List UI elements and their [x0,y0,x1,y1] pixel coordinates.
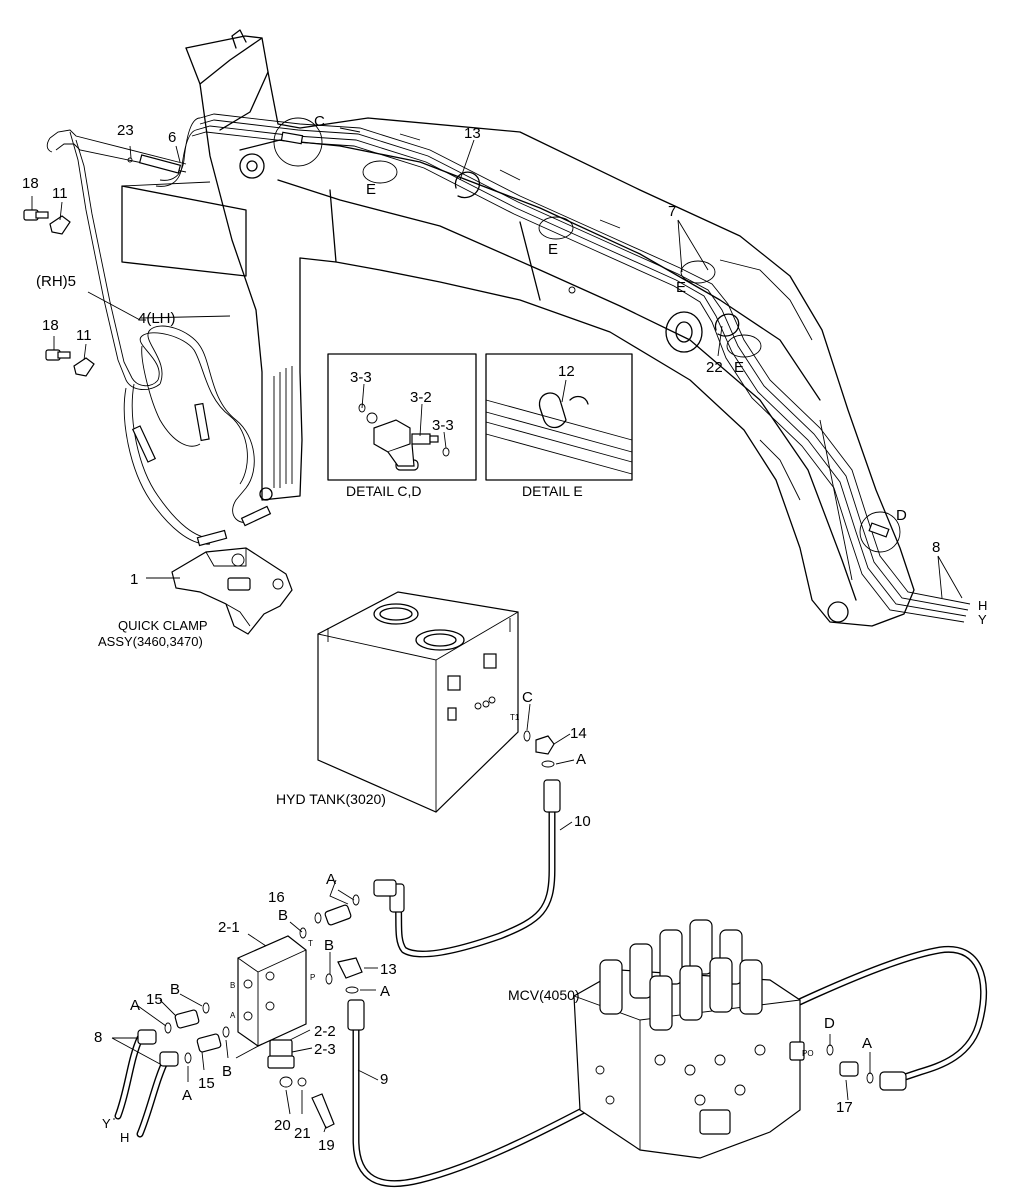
label-15a: 15 [146,991,163,1008]
label-3-3b: 3-3 [432,417,454,434]
label-12: 12 [558,363,575,380]
label-7: 7 [668,203,676,220]
label-e-4: E [734,359,744,376]
caption-detail-cd: DETAIL C,D [346,483,421,499]
label-e-1: E [366,181,376,198]
label-2-2: 2-2 [314,1023,336,1040]
label-a-16: A [326,871,336,888]
label-3-3a: 3-3 [350,369,372,386]
label-6: 6 [168,129,176,146]
left-hoses [46,129,272,547]
label-15b: 15 [198,1075,215,1092]
label-e-2: E [548,241,558,258]
label-19: 19 [318,1137,335,1154]
detail-markers [273,117,901,553]
label-21: 21 [294,1125,311,1142]
valve-block [235,935,307,1069]
label-4: 4(LH) [138,310,176,327]
label-a-bottom: A [182,1087,192,1104]
label-8-boom: 8 [932,539,940,556]
port-po: PO [802,1049,814,1058]
boom [185,29,915,627]
label-22: 22 [706,359,723,376]
quick-clamp [171,547,293,635]
port-t1: T1 [510,713,520,722]
cab-panel [121,181,247,277]
label-16: 16 [268,889,285,906]
label-a-mcv: A [862,1035,872,1052]
label-2-3: 2-3 [314,1041,336,1058]
label-18b: 18 [42,317,59,334]
label-e-3: E [676,279,686,296]
label-d-boom: D [896,507,907,524]
boom-pipes [155,113,971,623]
port-p: P [310,973,315,982]
label-9: 9 [380,1071,388,1088]
label-5: (RH)5 [36,273,76,290]
caption-quick-clamp-2: ASSY(3460,3470) [98,634,203,649]
label-11b: 11 [76,327,92,344]
caption-mcv: MCV(4050) [508,987,580,1003]
label-c-tank: C [522,689,533,706]
label-8-bottom: 8 [94,1029,102,1046]
label-y-boom: Y [978,612,987,627]
label-1: 1 [130,571,138,588]
hose-10 [373,730,561,958]
label-14: 14 [570,725,587,742]
hyd-tank [317,591,519,813]
label-h-boom: H [978,598,987,613]
label-h-bottom: H [120,1130,129,1145]
label-3-2: 3-2 [410,389,432,406]
label-d-mcv: D [824,1015,835,1032]
label-13-top: 13 [464,125,481,142]
port-b: B [230,981,235,990]
caption-hyd-tank: HYD TANK(3020) [276,791,386,807]
port-t: T [308,939,313,948]
label-10: 10 [574,813,591,830]
clamps-left [23,209,95,377]
mcv [573,919,805,1159]
hoses-8-bottom [114,1029,179,1138]
caption-quick-clamp-1: QUICK CLAMP [118,618,208,633]
detail-e-box [485,353,633,481]
label-a-13: A [380,983,390,1000]
label-y-bottom: Y [102,1116,111,1131]
caption-detail-e: DETAIL E [522,483,583,499]
label-23: 23 [117,122,134,139]
detail-c-marker [273,117,323,167]
label-20: 20 [274,1117,291,1134]
label-18a: 18 [22,175,39,192]
valve-fittings [164,894,363,1129]
label-11a: 11 [52,185,68,202]
label-a-left: A [130,997,140,1014]
part-labels: 23 6 18 11 (RH)5 4(LH) 18 11 1 QUICK CLA… [22,113,987,1154]
detail-cd-box [327,353,477,481]
label-b-bottom: B [222,1063,232,1080]
port-a: A [230,1011,236,1020]
label-b-top: B [278,907,288,924]
label-13-bottom: 13 [380,961,397,978]
label-a-tank: A [576,751,586,768]
label-2-1: 2-1 [218,919,240,936]
label-b-13: B [324,937,334,954]
label-b-left: B [170,981,180,998]
label-c-top: C [314,113,325,130]
detail-d-marker [859,511,901,553]
label-17: 17 [836,1099,853,1116]
leader-lines [31,139,963,1133]
